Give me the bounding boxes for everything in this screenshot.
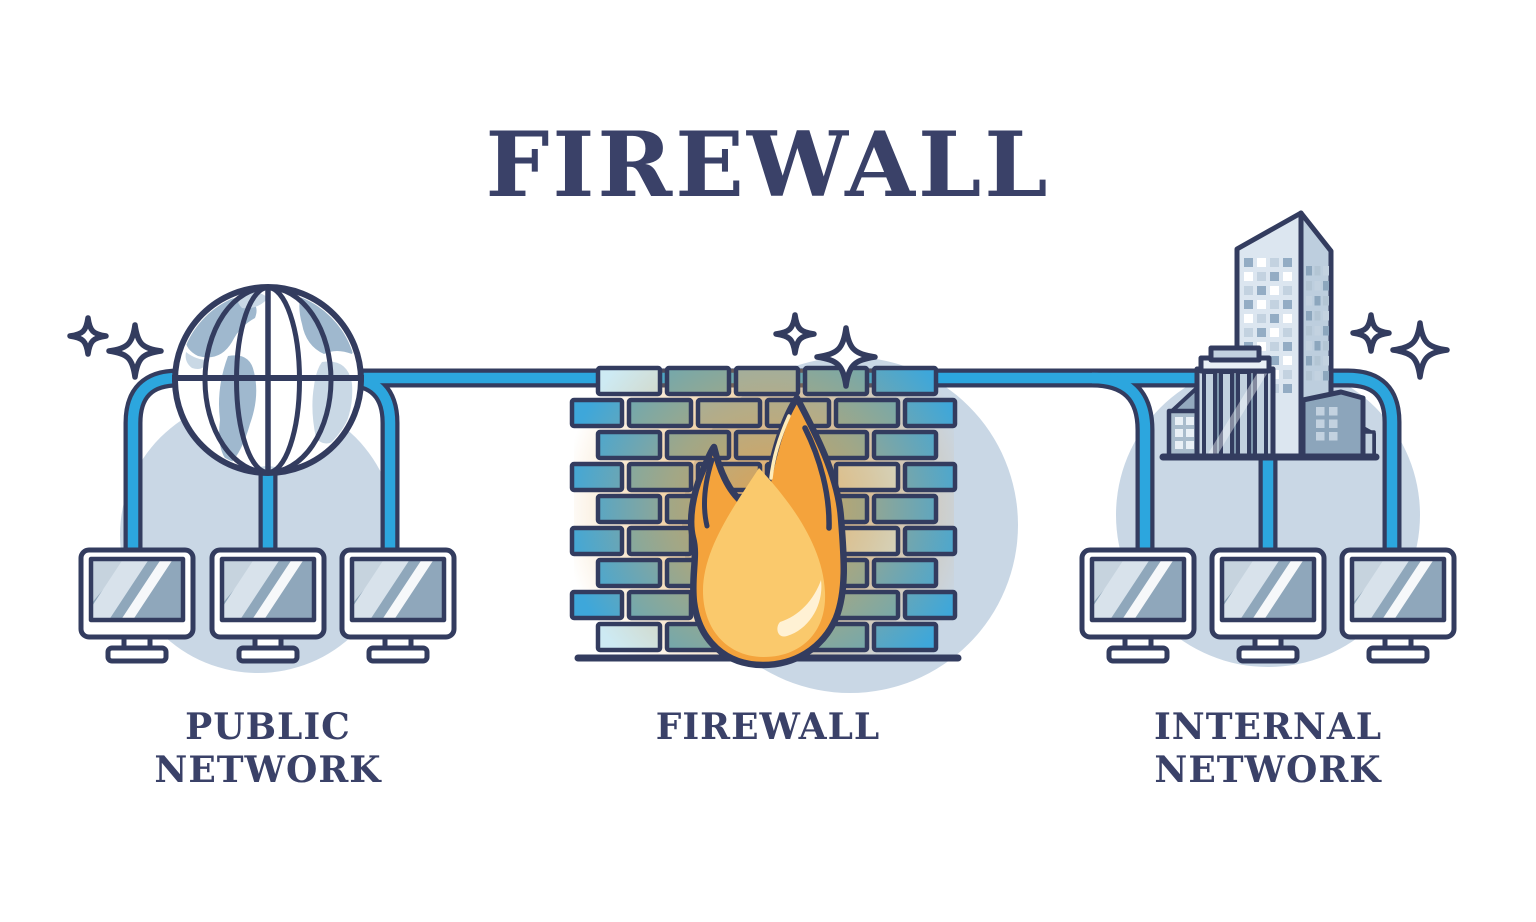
globe-icon — [172, 284, 364, 476]
diagram-title: FIREWALL — [485, 112, 1051, 218]
sparkle-icon — [1353, 315, 1389, 351]
buildings-icon — [1159, 210, 1380, 461]
label-firewall: FIREWALL — [655, 706, 881, 748]
sparkle-icon — [1393, 323, 1447, 377]
low-building-left-windows — [1175, 417, 1194, 449]
monitor-icon — [1076, 544, 1194, 661]
label-public-network: PUBLIC NETWORK — [154, 706, 382, 791]
sparkle-icon — [776, 315, 814, 353]
sparkle-icon — [70, 318, 106, 354]
low-building-right-windows — [1316, 407, 1338, 441]
monitor-icon — [336, 544, 454, 661]
sparkle-icon — [109, 325, 161, 377]
monitor-icon — [1336, 544, 1454, 661]
label-internal-network: INTERNAL NETWORK — [1153, 706, 1383, 791]
flame-icon — [687, 394, 848, 669]
